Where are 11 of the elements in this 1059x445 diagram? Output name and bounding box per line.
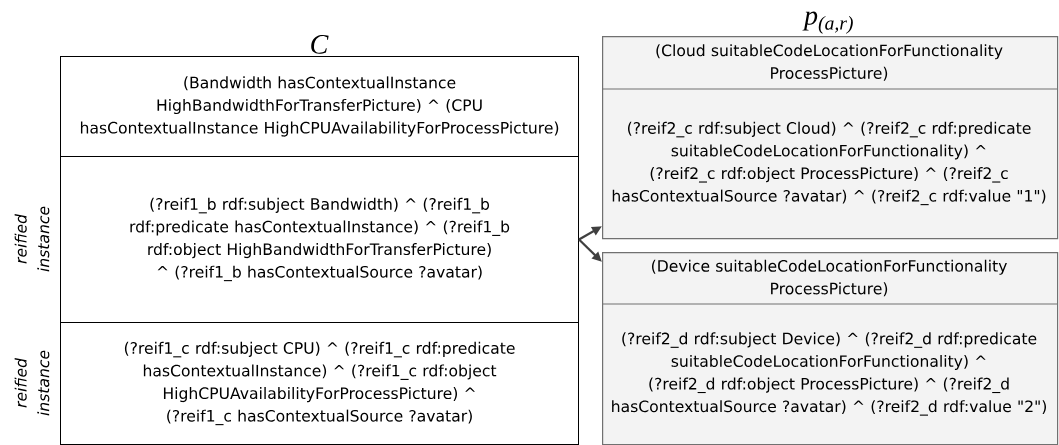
rule-body: (?reif2_c rdf:subject Cloud) ^ (?reif2_c rdf:predicate suitableCodeLocationForFunctionality) ^ (?reif2_c rdf:object ProcessPicture) ^ (?reif2_c hasContextualSource ?avatar) ^ (?reif2_c rdf:value "1") xyxy=(612,121,1046,206)
rule-head: (Cloud suitableCodeLocationForFunctionality ProcessPicture) xyxy=(656,44,1003,81)
rule-body: (?reif2_d rdf:subject Device) ^ (?reif2_d rdf:predicate suitableCodeLocationForFunctionality) ^ (?reif2_d rdf:object ProcessPicture) ^ (?reif2_d hasContextualSource ?avatar) ^ (?reif2_d rdf:value "2") xyxy=(612,332,1046,416)
column-heading: C xyxy=(311,35,329,54)
table-cell: (?reif1_c rdf:subject CPU) ^ (?reif1_c rdf:predicate hasContextualInstance) ^ (?reif1_c rdf:object HighCPUAvailabilityForProcessPicture) ^ (?reif1_c hasContextualSource ?avatar) xyxy=(60,322,579,445)
table-cell: (Bandwidth hasContextualInstance HighBandwidthForTransferPicture) ^ (CPU hasContextualInstance HighCPUAvailabilityForProcessPicture) xyxy=(60,56,579,157)
side-label: reified instance xyxy=(14,206,50,272)
rule-head: (Device suitableCodeLocationForFunctionality ProcessPicture) xyxy=(652,259,1007,297)
table-cell: (?reif1_b rdf:subject Bandwidth) ^ (?reif1_b rdf:predicate hasContextualInstance) ^ (?reif1_b rdf:object HighBandwidthForTransferPicture) ^ (?reif1_b hasContextualSource ?avatar) xyxy=(60,156,579,323)
side-label: reified instance xyxy=(14,350,50,416)
arrow xyxy=(578,238,602,262)
